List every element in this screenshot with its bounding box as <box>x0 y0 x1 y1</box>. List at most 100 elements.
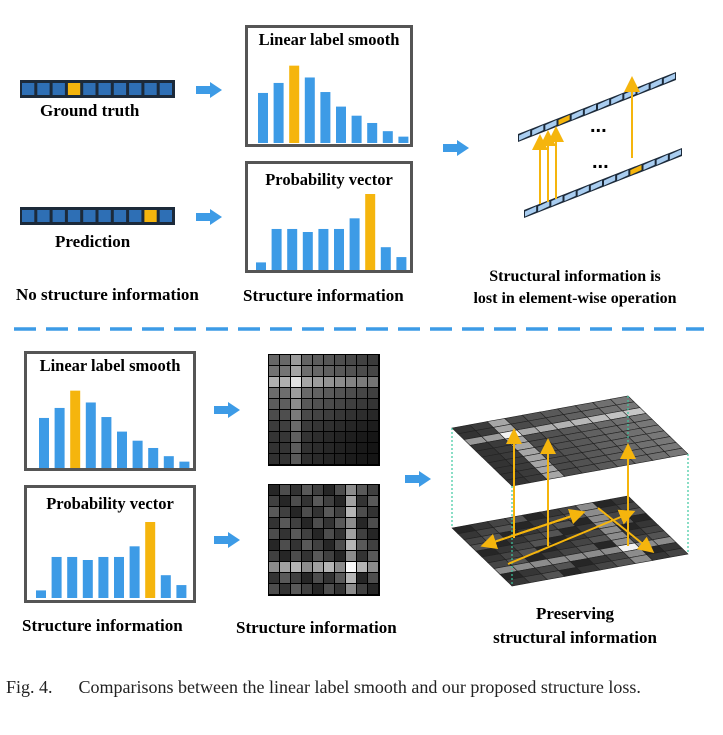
heatmap-cell <box>291 443 301 453</box>
heatmap-cell <box>313 410 323 420</box>
heatmap-cell <box>324 399 334 409</box>
vector-cell <box>98 83 111 95</box>
heatmap-cell <box>302 388 312 398</box>
box-title: Probability vector <box>265 170 393 189</box>
bar <box>54 407 65 468</box>
ground-truth-label: Ground truth <box>40 101 140 120</box>
heatmap-cell <box>302 540 312 550</box>
heatmap-cell <box>291 507 301 517</box>
heatmap-cell <box>302 485 312 495</box>
preserving-structure-3d-illustration <box>451 395 689 587</box>
heatmap-cell <box>335 507 345 517</box>
bar <box>114 556 124 598</box>
bar <box>382 131 393 143</box>
vector-cell-hot <box>144 210 157 222</box>
heatmap-cell <box>302 507 312 517</box>
strip-cell <box>532 125 544 136</box>
heatmap-cell <box>368 551 378 561</box>
bar <box>318 228 329 270</box>
heatmap-cell <box>324 443 334 453</box>
heatmap-cell <box>324 551 334 561</box>
heatmap-cell <box>280 529 290 539</box>
strip-cell <box>538 201 550 212</box>
bar-chart <box>258 65 409 143</box>
heatmap-cell <box>324 377 334 387</box>
heatmap-cell <box>269 454 279 464</box>
heatmap-cell <box>313 584 323 594</box>
arrow-right-icon <box>196 82 222 98</box>
heatmap-cell <box>269 507 279 517</box>
heatmap-cell <box>302 366 312 376</box>
heatmap-cell <box>313 562 323 572</box>
bar <box>302 232 313 270</box>
bar <box>98 556 109 598</box>
heatmap-cell <box>368 454 378 464</box>
heatmap-cell <box>357 355 367 365</box>
bar <box>258 92 268 143</box>
heatmap-cell <box>280 377 290 387</box>
heatmap-cell <box>280 562 290 572</box>
bar <box>82 560 93 598</box>
strip-cell <box>590 180 602 191</box>
heatmap-cell <box>357 388 367 398</box>
heatmap-cell <box>335 562 345 572</box>
heatmap-cell <box>357 432 367 442</box>
strip-cell <box>519 130 531 141</box>
strip-cell <box>637 83 649 94</box>
ground-truth-vector <box>20 80 175 98</box>
bar <box>304 77 315 143</box>
heatmap-cell <box>357 573 367 583</box>
bar <box>271 228 282 270</box>
heatmap-cell <box>302 529 312 539</box>
heatmap-cell <box>357 518 367 528</box>
heatmap-cell <box>291 562 301 572</box>
heatmap-cell <box>368 540 378 550</box>
heatmap-cell <box>346 355 356 365</box>
heatmap-cell <box>357 421 367 431</box>
structure-information-label: Structure information <box>236 618 397 637</box>
heatmap-cell <box>335 529 345 539</box>
heatmap-cell <box>313 551 323 561</box>
heatmap-cell <box>313 573 323 583</box>
heatmap-cell <box>324 421 334 431</box>
bar-chart <box>256 194 407 270</box>
strip-cell <box>558 114 570 125</box>
arrow-right-icon <box>443 140 469 156</box>
heatmap-cell <box>280 551 290 561</box>
heatmap-cell <box>302 518 312 528</box>
strip-cell <box>564 190 576 201</box>
heatmap-cell <box>335 573 345 583</box>
structure-information-label: Structure information <box>22 616 183 635</box>
heatmap-cell <box>313 399 323 409</box>
heatmap-cell <box>269 443 279 453</box>
heatmap-cell <box>346 540 356 550</box>
arrow <box>507 509 636 565</box>
vector-cell <box>159 210 172 222</box>
heatmap-cell <box>346 388 356 398</box>
heatmap-cell <box>335 496 345 506</box>
arrow <box>597 507 655 553</box>
heatmap-cell <box>368 562 378 572</box>
heatmap-cell <box>346 366 356 376</box>
heatmap-cell <box>324 388 334 398</box>
heatmap-cell <box>313 507 323 517</box>
bar <box>320 92 331 143</box>
section-divider <box>14 327 704 331</box>
bar <box>380 247 391 270</box>
arrow <box>480 513 579 550</box>
bar <box>39 417 49 468</box>
bar <box>117 431 127 468</box>
heatmap-cell <box>291 485 301 495</box>
heatmap-cell <box>324 518 334 528</box>
heatmap-cell <box>368 584 378 594</box>
element-wise-3d-illustration: ... ... <box>518 72 682 218</box>
heatmap-cell <box>324 355 334 365</box>
bar <box>349 218 360 270</box>
heatmap-cell <box>368 496 378 506</box>
heatmap-cell <box>357 562 367 572</box>
bar <box>179 461 190 468</box>
heatmap-cell <box>357 366 367 376</box>
heatmap-cell <box>313 518 323 528</box>
no-structure-label: No structure information <box>16 285 199 304</box>
heatmap-cell <box>335 454 345 464</box>
